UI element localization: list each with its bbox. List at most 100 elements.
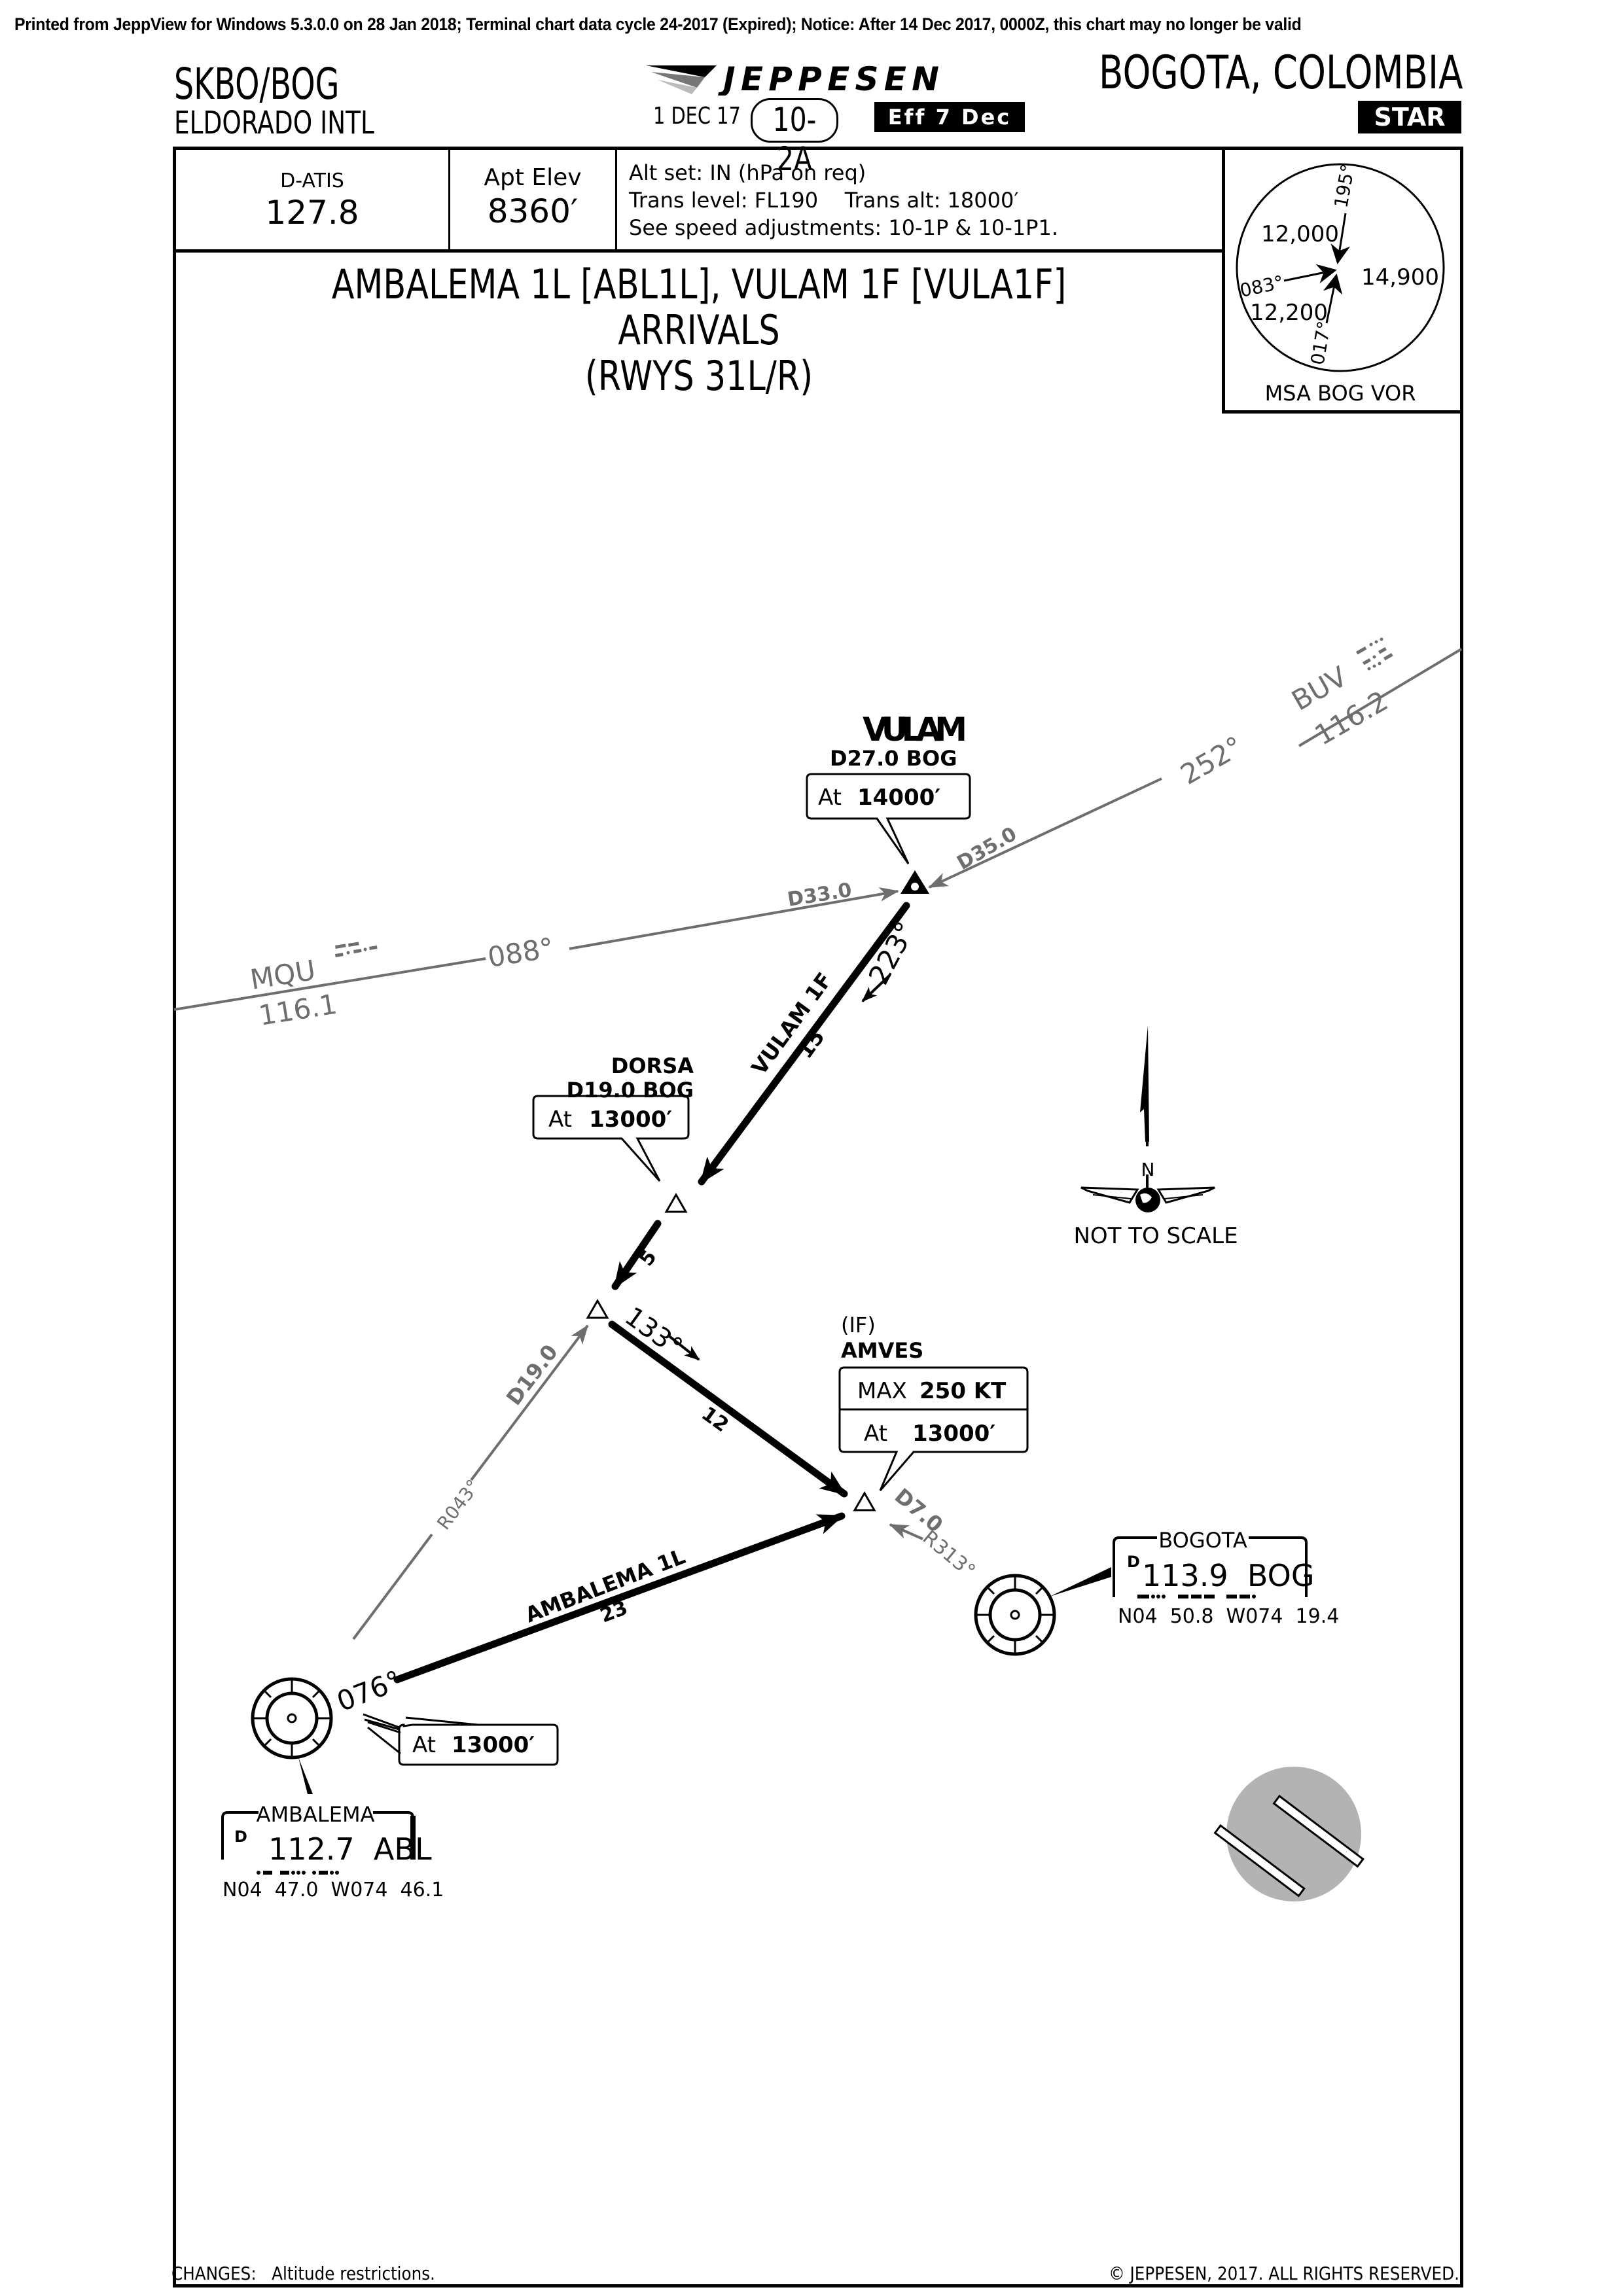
track-arrow-223 <box>861 974 891 1002</box>
fix-vulam-alt-prefix: At <box>818 785 842 811</box>
elevation-cell: Apt Elev 8360′ <box>450 150 617 249</box>
bog-radial-line <box>889 1523 923 1540</box>
ambalema-coordinates: N04 47.0 W074 46.1 <box>223 1879 444 1901</box>
ambalema-radial: R043° <box>433 1475 484 1534</box>
location-title: BOGOTA, COLOMBIA <box>1098 46 1463 99</box>
mqu-ident: MQU <box>248 954 317 996</box>
ambalema-altitude-callout <box>363 1713 559 1766</box>
leg-fix-amves <box>608 1320 848 1498</box>
msa-box: 195° 083° 017° 12,000 14,900 12,200 MSA … <box>1222 150 1461 414</box>
mqu-radial-line-west <box>173 957 486 1011</box>
procedure-title-line2: ARRIVALS <box>618 306 780 354</box>
elevation-value: 8360′ <box>487 192 579 230</box>
dorsa-altitude-callout <box>532 1095 690 1182</box>
logo-swoosh-black <box>646 65 717 77</box>
msa-divider-195 <box>1330 213 1351 264</box>
ambalema-name: AMBALEMA <box>257 1802 375 1827</box>
logo-swoosh-gray <box>651 72 705 88</box>
chart-frame <box>173 147 1463 2287</box>
jeppesen-logo: JEPPESEN <box>646 62 939 96</box>
note-altimeter: Alt set: IN (hPa on req) <box>629 160 866 185</box>
fix-amves-name: AMVES <box>841 1338 923 1363</box>
chart-date: 1 DEC 17 <box>653 103 741 130</box>
not-to-scale-label: NOT TO SCALE <box>1073 1223 1238 1249</box>
buv-radial: 252° <box>1175 730 1249 791</box>
datis-frequency: 127.8 <box>265 194 359 232</box>
bogota-morse-code-icon <box>1137 1595 1256 1598</box>
amves-restriction-callout <box>838 1366 1029 1491</box>
fix-amves-triangle-icon[interactable] <box>853 1491 876 1511</box>
fix-unnamed-triangle-icon[interactable] <box>586 1298 609 1319</box>
msa-diagram: 195° 083° 017° 12,000 14,900 12,200 MSA … <box>1236 162 1445 406</box>
airport-ident: SKBO/BOG <box>174 59 340 109</box>
print-notice: Printed from JeppView for Windows 5.3.0.… <box>14 14 1302 34</box>
bogota-frequency-ident: 113.9 BOG <box>1142 1558 1315 1593</box>
procedure-title: AMBALEMA 1L [ABL1L], VULAM 1F [VULA1F] A… <box>176 262 1222 399</box>
fix-dorsa-alt-prefix: At <box>548 1106 572 1133</box>
effective-date-badge: Eff 7 Dec <box>874 102 1025 132</box>
changes-text: Altitude restrictions. <box>272 2263 435 2284</box>
fix-amves-role: (IF) <box>841 1313 876 1337</box>
leg-vulam-dorsa <box>698 902 910 1186</box>
fix-dorsa-alt-value: 13000′ <box>589 1106 672 1133</box>
ambalema-morse-code-icon <box>257 1871 339 1875</box>
vulam-altitude-callout <box>806 773 971 864</box>
msa-sector-altitude-nw: 12,000 <box>1261 221 1339 247</box>
leg-dorsa-fix <box>611 1220 662 1290</box>
procedure-title-line1: AMBALEMA 1L [ABL1L], VULAM 1F [VULA1F] <box>331 260 1067 308</box>
msa-divider-017 <box>1323 274 1343 324</box>
note-speed: See speed adjustments: 10-1P & 10-1P1. <box>629 215 1058 240</box>
ambalema-frequency-ident: 112.7 ABL <box>268 1831 432 1867</box>
mqu-morse-code-icon <box>334 942 378 957</box>
track-arrow-133 <box>666 1333 700 1361</box>
ambalema-alt-prefix: At <box>412 1732 436 1758</box>
msa-label: MSA BOG VOR <box>1265 381 1416 406</box>
compulsory-fix-triangle-icon <box>901 870 929 894</box>
buv-radial-line-west <box>928 777 1162 889</box>
chart-number-text: 10-2A <box>772 101 817 178</box>
fix-vulam[interactable] <box>901 870 929 894</box>
bogota-navaid-box <box>1113 1536 1308 1597</box>
jeppesen-wings-globe-icon <box>1080 1186 1215 1212</box>
datis-cell: D-ATIS 127.8 <box>176 150 450 249</box>
dme-fix-dot-icon <box>911 883 919 891</box>
fix-dorsa-triangle-icon[interactable] <box>664 1192 688 1213</box>
mqu-radial: 088° <box>486 932 556 974</box>
fix-amves-speed-prefix: MAX <box>857 1378 907 1404</box>
ambalema-dme-mark: D <box>234 1828 247 1846</box>
msa-divider-083 <box>1283 264 1337 284</box>
msa-circle <box>1236 163 1445 372</box>
msa-sector-altitude-sw: 12,200 <box>1250 300 1328 326</box>
changes-label: CHANGES: <box>171 2263 257 2284</box>
chart-number: 10-2A <box>751 98 838 178</box>
brand-name: JEPPESEN <box>717 62 939 96</box>
fix-vulam-dme: D27.0 BOG <box>830 746 957 771</box>
airport-runway-symbol-icon <box>1213 1767 1364 1901</box>
logo-swoosh-light <box>658 80 697 94</box>
ambalema-vor-icon[interactable] <box>251 1677 333 1794</box>
ambalema-alt-value: 13000′ <box>452 1732 535 1758</box>
fix-amves-alt-prefix: At <box>864 1421 887 1447</box>
fix-amves-alt-value: 13000′ <box>912 1421 995 1447</box>
bogota-vor-icon[interactable] <box>974 1567 1111 1656</box>
abl-radial-line-lower <box>352 1533 433 1640</box>
changes-note: CHANGES: Altitude restrictions. <box>171 2263 435 2284</box>
fix-dorsa-dme: D19.0 BOG <box>566 1078 694 1103</box>
bogota-coordinates: N04 50.8 W074 19.4 <box>1118 1605 1339 1628</box>
abl-radial-line-upper <box>470 1324 589 1481</box>
fix-vulam-name: VULAM <box>863 711 967 749</box>
msa-sector-altitude-e: 14,900 <box>1361 264 1439 291</box>
north-arrow-icon <box>1140 1025 1149 1188</box>
altimeter-notes-cell: Alt set: IN (hPa on req) Trans level: FL… <box>617 150 1218 258</box>
north-label: N <box>1141 1159 1155 1180</box>
elevation-label: Apt Elev <box>484 164 582 191</box>
buv-morse-code-icon <box>1356 637 1393 671</box>
fix-amves-speed-value: 250 KT <box>919 1378 1007 1404</box>
datis-label: D-ATIS <box>280 169 344 192</box>
note-transition: Trans level: FL190 Trans alt: 18000′ <box>629 188 1019 213</box>
chart-type-badge: STAR <box>1358 101 1461 133</box>
leg-ambalema-amves-track: 076° <box>332 1664 406 1718</box>
mqu-radial-line-east <box>569 887 899 950</box>
bogota-name: BOGOTA <box>1158 1528 1247 1553</box>
